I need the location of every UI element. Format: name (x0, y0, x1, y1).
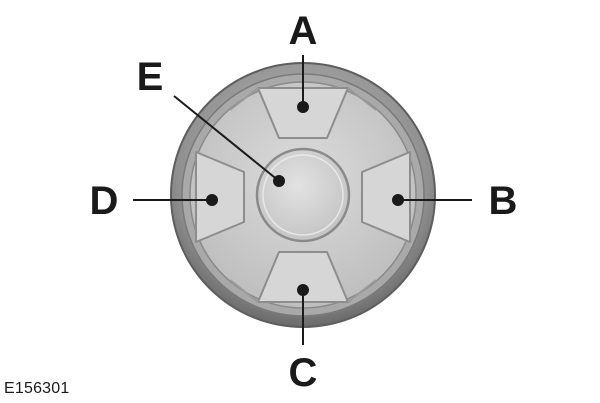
left-button[interactable] (195, 151, 245, 243)
figure-id: E156301 (4, 380, 70, 397)
callout-b: B (489, 179, 518, 223)
separator-bottom-left (229, 279, 259, 303)
center-button[interactable] (255, 147, 351, 243)
center-button-highlight (262, 154, 344, 236)
target-dot-b (392, 194, 404, 206)
right-button[interactable] (361, 151, 411, 243)
callout-e: E (137, 55, 164, 99)
separator-top-right (347, 87, 377, 111)
target-dot-a (297, 101, 309, 113)
target-dot-d (206, 194, 218, 206)
separator-top-left (229, 87, 259, 111)
callout-c: C (289, 351, 318, 395)
callout-a: A (289, 9, 318, 53)
target-dot-e (273, 175, 285, 187)
separator-bottom-right (347, 279, 377, 303)
target-dot-c (297, 284, 309, 296)
callout-d: D (90, 179, 119, 223)
leader-e (173, 95, 280, 182)
